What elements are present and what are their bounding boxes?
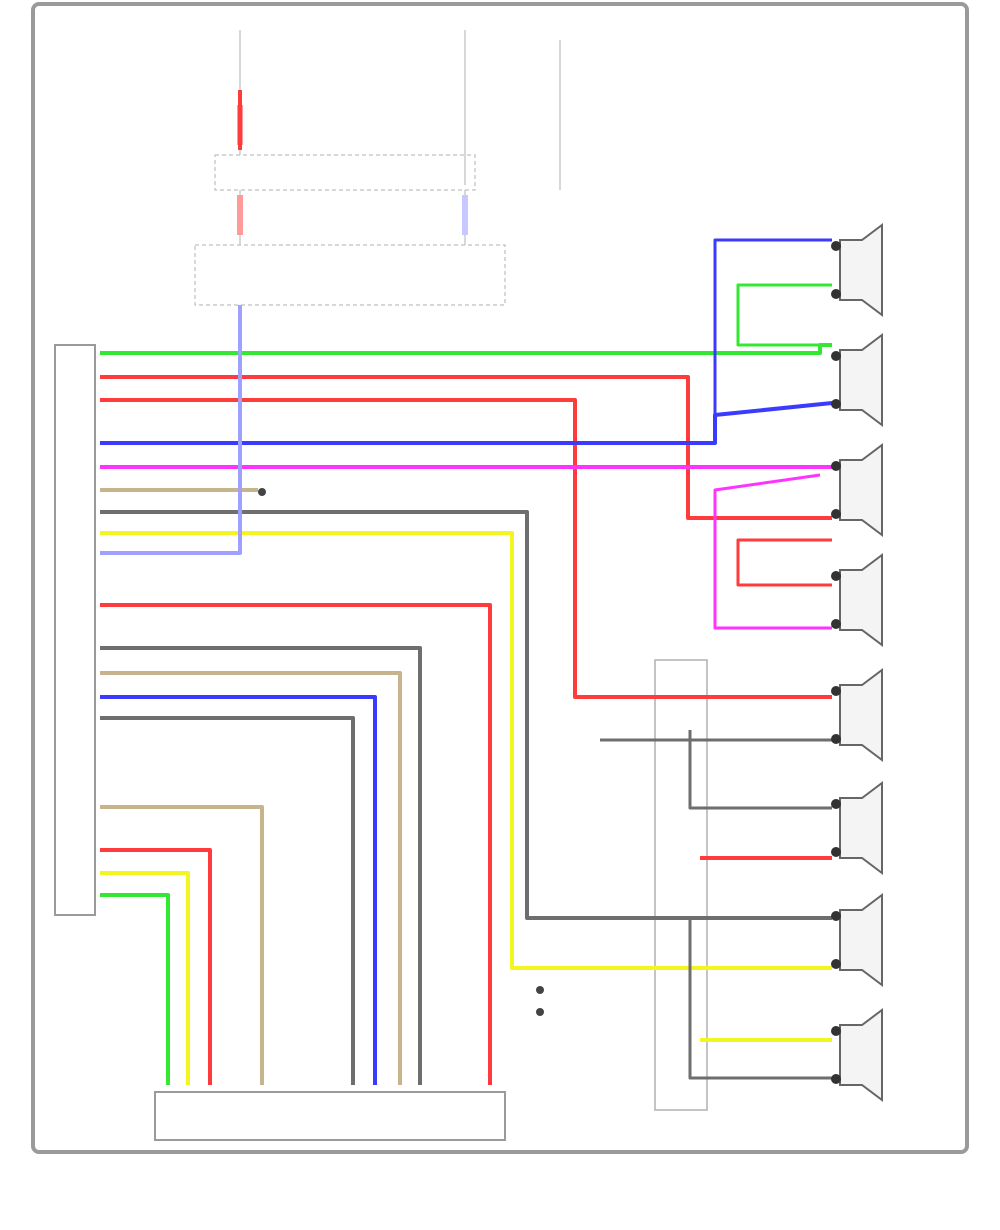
ground-dot-2 [536,986,544,994]
speaker-3-icon [831,443,883,537]
ch-magenta-left-door-loop [713,473,832,630]
ch-blue-console-c [100,695,377,1085]
speaker-8-terminal-1 [831,1026,841,1036]
ground-dot-1 [258,488,266,496]
ch-lightblue-fuse [100,305,242,555]
ch-tan-console-e [100,805,264,1085]
ch-yellow-console-g [100,871,190,1085]
speaker-3-body [839,443,883,537]
ch-red-console [100,603,492,1085]
speaker-1-terminal-2 [831,289,841,299]
speaker-7-icon [831,893,883,987]
ch-gray-rear-door [100,510,832,920]
ch-green-front-tw [100,343,832,355]
speaker-2-terminal-2 [831,399,841,409]
speaker-2-icon [831,333,883,427]
wire-layer [100,90,833,1085]
speaker-7-body [839,893,883,987]
ch-red-left-door [100,375,832,520]
ch-gray-console-d [100,716,355,1085]
fuse-red-2 [237,195,243,235]
fuse-lightblue [462,195,468,235]
ch-green-console-h [100,893,170,1085]
ch-green-front-tw-loop [736,283,832,347]
speaker-8-icon [831,1008,883,1102]
speaker-4-icon [831,553,883,647]
ch-gray-rear-door-loop-2 [688,918,832,1080]
speaker-8-body [839,1008,883,1102]
speaker-7-terminal-1 [831,911,841,921]
speaker-1-terminal-1 [831,241,841,251]
speaker-3-terminal-2 [831,509,841,519]
fuse-block [194,154,506,306]
ch-red-left-door-loop [736,538,832,587]
speaker-8-terminal-2 [831,1074,841,1084]
speaker-4-terminal-1 [831,571,841,581]
ch-blue-front-tw-loop [713,238,832,415]
door-junction-box [654,659,708,1111]
speaker-6-body [839,781,883,875]
junction-block-outline [194,244,506,306]
ch-red-console-f [100,848,212,1085]
ch-gray-rear-door-loop [688,730,832,810]
speaker-5-body [839,668,883,762]
speaker-4-body [839,553,883,647]
speaker-2-terminal-1 [831,351,841,361]
speaker-6-terminal-2 [831,847,841,857]
rear-console-box [154,1091,506,1141]
ch-yellow-rear-door [100,531,832,970]
speaker-layer [831,223,883,1102]
speaker-5-terminal-1 [831,686,841,696]
audio-unit-connector [54,344,96,916]
fuse-block-outline [214,154,476,191]
ch-blue-front-tw [100,401,833,445]
speaker-6-terminal-1 [831,799,841,809]
ch-tan-console-b [100,671,402,1085]
speaker-3-terminal-1 [831,461,841,471]
ch-gray-console-a [100,646,422,1085]
speaker-5-terminal-2 [831,734,841,744]
speaker-5-icon [831,668,883,762]
speaker-4-terminal-2 [831,619,841,629]
speaker-6-icon [831,781,883,875]
speaker-1-icon [831,223,883,317]
speaker-7-terminal-2 [831,959,841,969]
speaker-2-body [839,333,883,427]
speaker-1-body [839,223,883,317]
ground-dot-3 [536,1008,544,1016]
diagram-frame [31,2,969,1154]
